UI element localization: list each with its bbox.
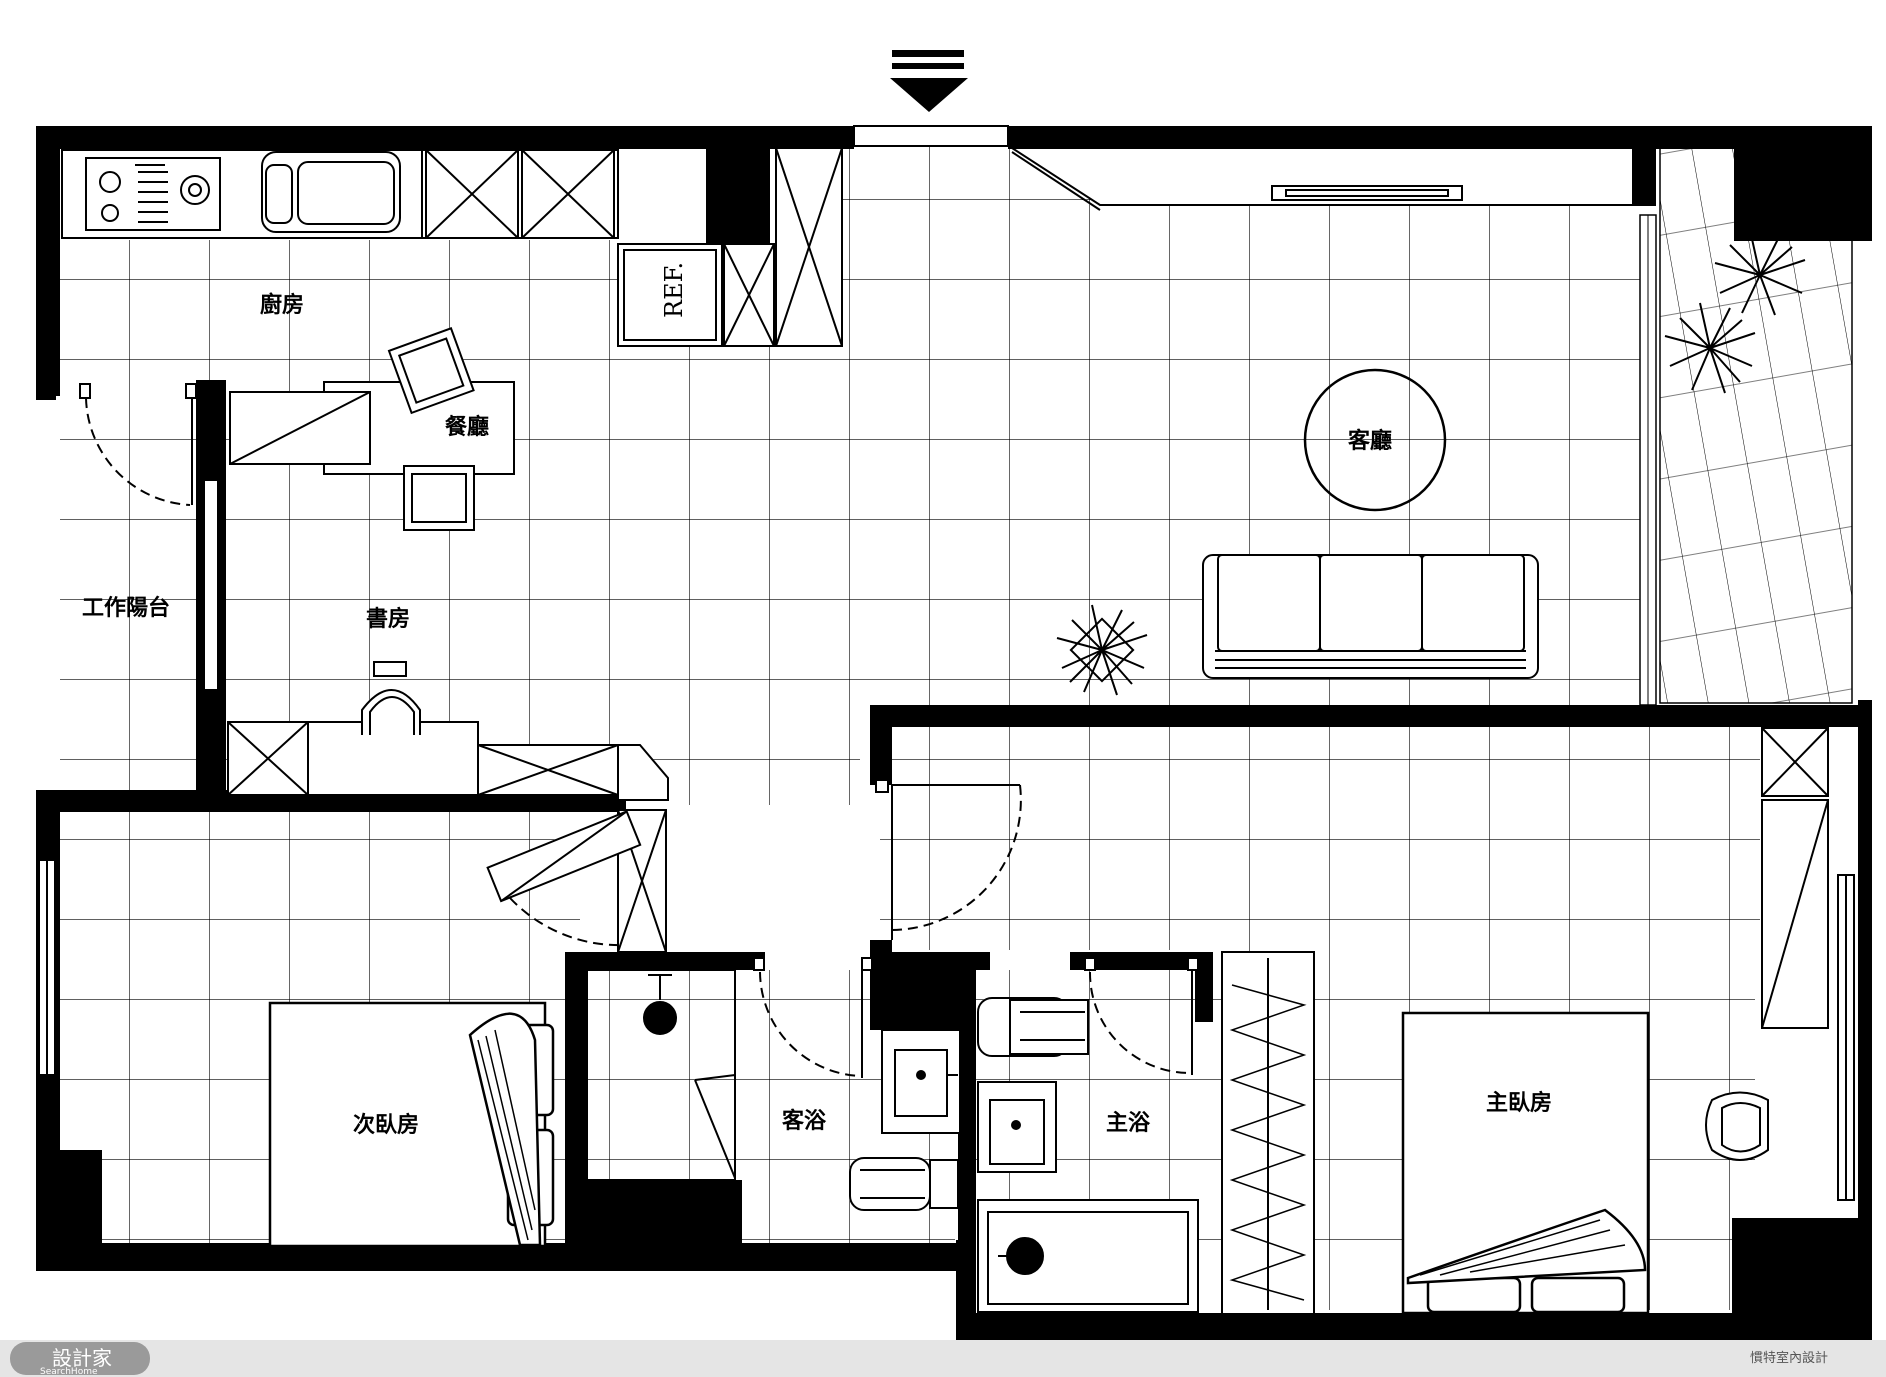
kitchen-counter	[61, 149, 619, 239]
room-label-service-balcony: 工作陽台	[82, 595, 170, 621]
room-label-master-bath: 主浴	[1106, 1111, 1151, 1136]
designer-credit: 慣特室內設計	[1750, 1350, 1828, 1366]
balcony-door	[79, 383, 197, 506]
room-label-study: 書房	[366, 606, 410, 632]
room-label-master-bedroom: 主臥房	[1486, 1090, 1552, 1116]
tv-cabinet	[1011, 147, 1632, 211]
fridge-cabinets	[617, 147, 843, 347]
room-label-second-bedroom: 次臥房	[353, 1112, 419, 1138]
site-logo-text: 設計家	[52, 1346, 112, 1370]
master-bath-fixtures	[977, 957, 1199, 1313]
room-label-kitchen: 廚房	[260, 292, 304, 318]
guest-bath-fixtures	[586, 957, 961, 1211]
room-labels: 廚房 餐廳 客廳 工作陽台 書房 次臥房 客浴 主浴 主臥房	[82, 292, 1552, 1138]
sofa	[1202, 554, 1539, 679]
logo-badge	[10, 1342, 150, 1375]
coffee-table	[1303, 368, 1447, 512]
entrance-arrow-icon	[890, 50, 968, 112]
footer-bar: 設計家 SearchHome 慣特室內設計	[0, 1340, 1886, 1377]
windows	[38, 125, 1855, 1201]
room-label-guest-bath: 客浴	[782, 1108, 827, 1134]
room-label-dining: 餐廳	[445, 414, 489, 440]
dining-table	[229, 327, 515, 531]
study-desk	[227, 661, 669, 801]
master-wardrobe	[1221, 727, 1829, 1315]
second-bedroom-door	[486, 809, 667, 953]
master-bedroom-door	[875, 779, 1022, 940]
armchair	[1705, 1091, 1769, 1161]
fridge-label: REF.	[660, 262, 688, 318]
room-label-living: 客廳	[1348, 428, 1392, 454]
master-bed	[1401, 1011, 1650, 1315]
plant-icon	[1056, 229, 1806, 696]
site-logo-sub: SearchHome	[40, 1367, 98, 1377]
second-bed	[268, 1001, 555, 1248]
